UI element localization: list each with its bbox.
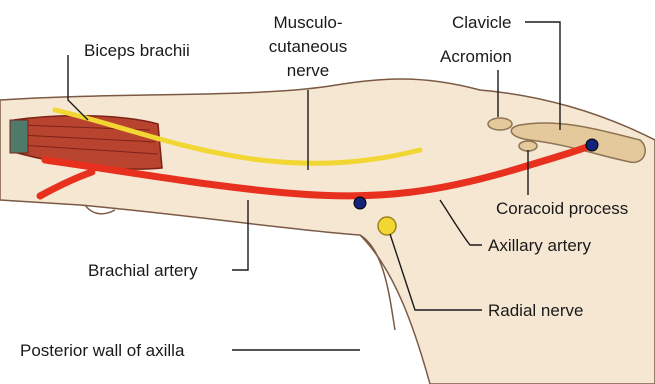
acromion-bone <box>488 118 512 130</box>
radial-nerve-section <box>378 217 396 235</box>
label-posterior-wall: Posterior wall of axilla <box>20 341 185 360</box>
label-radial-nerve: Radial nerve <box>488 301 583 320</box>
label-axillary-artery: Axillary artery <box>488 236 591 255</box>
axillary-start-node <box>354 197 366 209</box>
clavicle-node <box>586 139 598 151</box>
biceps-tendon-end <box>10 120 28 153</box>
label-musculo-1: Musculo- <box>274 13 343 32</box>
label-coracoid: Coracoid process <box>496 199 628 218</box>
label-acromion: Acromion <box>440 47 512 66</box>
label-musculo-3: nerve <box>287 61 330 80</box>
label-brachial-artery: Brachial artery <box>88 261 198 280</box>
label-clavicle: Clavicle <box>452 13 512 32</box>
coracoid-bone <box>519 141 537 151</box>
label-musculo-2: cutaneous <box>269 37 347 56</box>
label-biceps: Biceps brachii <box>84 41 190 60</box>
